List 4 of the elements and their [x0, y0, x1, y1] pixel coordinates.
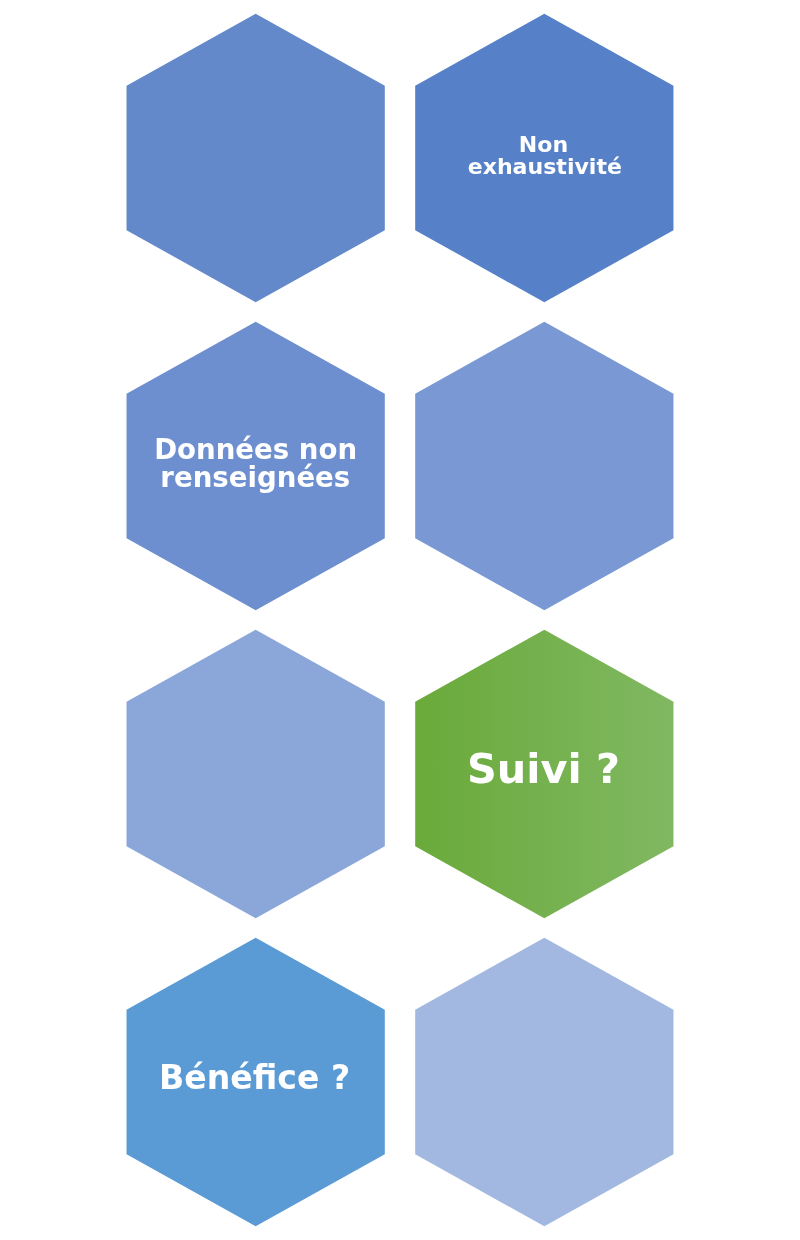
node-hexagon — [126, 13, 385, 303]
node-hexagon — [415, 321, 674, 611]
node-hexagon — [415, 937, 674, 1227]
node-hexagon — [126, 629, 385, 919]
